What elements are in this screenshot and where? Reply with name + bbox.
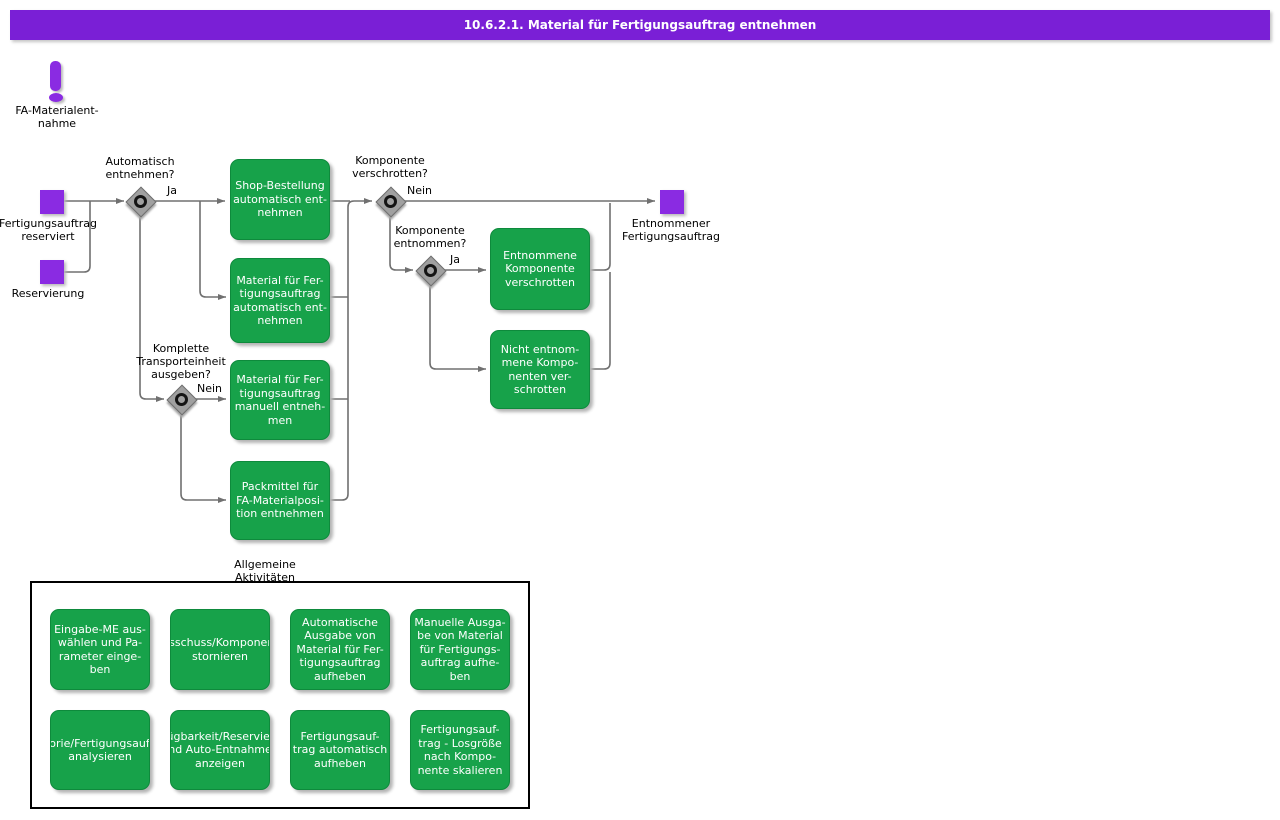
activity-automatische-ausgabe-aufheben[interactable]: Automatische Ausgabe von Material für Fe… (290, 609, 390, 690)
activity-manuelle-ausgabe-aufheben[interactable]: Manuelle Ausga- be von Material für Fert… (410, 609, 510, 690)
connector-gw4-down-to-packmittel (180, 413, 226, 503)
activity-material-automatisch-entnehmen[interactable]: Material für Fer- tigungsauftrag automat… (230, 258, 330, 343)
activity-shop-bestellung[interactable]: Shop-Bestellung automatisch ent- nehmen (230, 159, 330, 240)
gateway-circle-icon (134, 195, 147, 208)
activity-nicht-entnommene-komponenten-verschrotten[interactable]: Nicht entnom- mene Kompo- nenten ver- sc… (490, 330, 590, 409)
connector-gw1-down-to-gw4 (139, 213, 164, 402)
activity-label: Fertigungsauf- trag automatisch aufheben (292, 729, 388, 770)
connector-gw1-to-material-auto (199, 201, 226, 300)
activity-label: Shop-Bestellung automatisch ent- nehmen (233, 179, 327, 220)
activity-material-manuell-entnehmen[interactable]: Material für Fer- tigungsauftrag manuell… (230, 360, 330, 440)
connector-gw2-down-to-gw3 (389, 213, 413, 273)
branch-label-nein-1: Nein (407, 184, 433, 197)
gateway-circle-icon (175, 393, 188, 406)
branch-label-ja-2: Ja (450, 253, 460, 266)
gateway-question-komponente-entnommen: Komponente entnommen? (393, 224, 467, 250)
gateway-question-komplette-transporteinheit: Komplette Transporteinheit ausgeben? (136, 342, 226, 381)
activity-label: Fertigungsauf- trag - Losgröße nach Komp… (417, 723, 503, 777)
connector-nicht-entnommene-out (590, 272, 611, 370)
connector-entnommene-out (590, 203, 611, 271)
activity-label: Ausschuss/Komponente stornieren (170, 636, 269, 663)
event-label-reservierung: Reservierung (11, 287, 85, 300)
gateway-question-automatisch-entnehmen: Automatisch entnehmen? (105, 155, 175, 181)
gateway-circle-icon (384, 195, 397, 208)
branch-label-ja-1: Ja (167, 184, 177, 197)
event-fertigungsauftrag-reserviert (40, 190, 64, 214)
activity-fertigungsauftrag-automatisch-aufheben[interactable]: Fertigungsauf- trag automatisch aufheben (290, 710, 390, 790)
connector-event2-join (64, 201, 91, 273)
activity-label: Manuelle Ausga- be von Material für Fert… (414, 615, 506, 683)
activity-label: Packmittel für FA-Materialposi- tion ent… (236, 480, 324, 521)
activity-historie-analysieren[interactable]: Historie/Fertigungsauftrag analysieren (50, 710, 150, 790)
exclamation-icon-dot (49, 93, 63, 102)
connector-gw3-down-to-nicht-entnommene (429, 284, 486, 372)
start-icon-label: FA-Materialent- nahme (15, 104, 99, 130)
activity-verfuegbarkeit-anzeigen[interactable]: Verfügbarkeit/Reservierung und Auto-Entn… (170, 710, 270, 790)
general-activities-label: Allgemeine Aktivitäten (234, 558, 296, 584)
activity-label: Eingabe-ME aus- wählen und Pa- rameter e… (54, 622, 146, 677)
activity-eingabe-me-auswaehlen[interactable]: Eingabe-ME aus- wählen und Pa- rameter e… (50, 609, 150, 690)
diagram-title: 10.6.2.1. Material für Fertigungsauftrag… (463, 18, 817, 32)
activity-label: Historie/Fertigungsauftrag analysieren (50, 736, 150, 764)
activity-label: Material für Fer- tigungsauftrag automat… (233, 273, 327, 328)
activity-ausschuss-komponente-stornieren[interactable]: Ausschuss/Komponente stornieren (170, 609, 270, 690)
event-entnommener-fertigungsauftrag (660, 190, 684, 214)
activity-label: Verfügbarkeit/Reservierung und Auto-Entn… (171, 729, 270, 770)
activity-label: Entnommene Komponente verschrotten (503, 248, 577, 289)
event-label-fertigungsauftrag-reserviert: Fertigungsauftrag reserviert (0, 217, 97, 243)
activity-packmittel-entnehmen[interactable]: Packmittel für FA-Materialposi- tion ent… (230, 461, 330, 540)
event-label-entnommener-fertigungsauftrag: Entnommener Fertigungsauftrag (622, 217, 720, 243)
gateway-question-komponente-verschrotten: Komponente verschrotten? (352, 154, 428, 180)
event-reservierung (40, 260, 64, 284)
activity-entnommene-komponente-verschrotten[interactable]: Entnommene Komponente verschrotten (490, 228, 590, 310)
gateway-circle-icon (424, 264, 437, 277)
connector-collector1-to-gw2 (330, 198, 372, 501)
exclamation-icon (50, 61, 61, 91)
activity-label: Material für Fer- tigungsauftrag manuell… (234, 373, 326, 427)
activity-label: Nicht entnom- mene Kompo- nenten ver- sc… (500, 342, 580, 397)
activity-losgroesse-skalieren[interactable]: Fertigungsauf- trag - Losgröße nach Komp… (410, 710, 510, 790)
diagram-title-bar: 10.6.2.1. Material für Fertigungsauftrag… (10, 10, 1270, 40)
branch-label-nein-2: Nein (197, 382, 223, 395)
activity-label: Automatische Ausgabe von Material für Fe… (296, 615, 384, 683)
